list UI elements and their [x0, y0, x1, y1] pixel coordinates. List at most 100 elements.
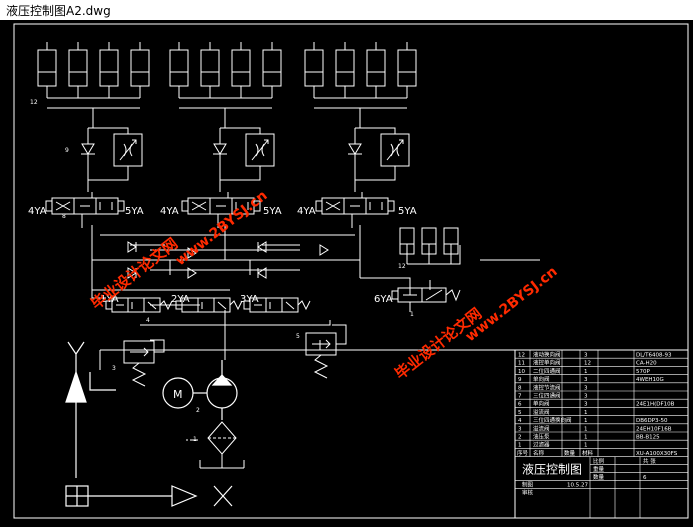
- tb-row-no: 7: [518, 394, 522, 400]
- throttle-assembly-2: [213, 127, 275, 192]
- cylinder-bank: [37, 42, 417, 128]
- tb-row-no: 4: [518, 418, 522, 424]
- tb-label-3: 共 张: [643, 457, 656, 465]
- tb-row-spec: 4WEH10G: [636, 377, 664, 383]
- callout-12: 12: [30, 99, 38, 106]
- relief-valve-5: [305, 324, 347, 379]
- tb-row-no: 1: [518, 443, 522, 449]
- tb-row-spec: CA-H20: [636, 361, 657, 367]
- tb-row-spec: 24EH10F16B: [636, 426, 672, 432]
- tb-label-6: 审核: [522, 489, 534, 497]
- tb-row-name: 油压泵: [533, 433, 550, 441]
- watermark: 毕业设计论文网 www.2BYSJ.cn 毕业设计论文网 www.2BYSJ.c…: [87, 188, 560, 383]
- valve-2ya: [175, 297, 243, 313]
- tb-row-name: 三位四通阀: [533, 392, 561, 400]
- tb-row-spec: DB6DP3-50: [636, 418, 668, 424]
- valve-6ya: [391, 287, 461, 312]
- tb-row-qty: 3: [584, 385, 588, 391]
- manifold-check-valves: [127, 241, 329, 279]
- motor-pump: [162, 360, 238, 420]
- tb-header-mat: 材料: [582, 449, 594, 457]
- relief-valve-3: [123, 339, 165, 387]
- watermark-url-1: www.2BYSJ.cn: [173, 188, 271, 269]
- solenoid-label-6ya: 6YA: [374, 294, 393, 305]
- callout-5: 5: [296, 333, 300, 340]
- tb-header-name: 名称: [533, 449, 545, 457]
- tb-row-spec: 570P: [636, 369, 650, 375]
- dir-valve-2: [181, 192, 261, 228]
- solenoid-label-4ya-3: 4YA: [297, 206, 316, 217]
- tb-row-qty: 3: [584, 402, 588, 408]
- solenoid-label-5ya-2: 5YA: [263, 206, 282, 217]
- lower-directional-valves: [91, 290, 311, 313]
- watermark-url-2: www.2BYSJ.cn: [463, 264, 561, 345]
- solenoid-label-3ya: 3YA: [240, 294, 259, 305]
- tb-row-qty: 3: [584, 377, 588, 383]
- valve-1ya: [105, 297, 173, 313]
- tb-row-spec: BB-B125: [636, 435, 660, 441]
- window-title-bar: 液压控制图A2.dwg: [0, 0, 693, 21]
- tb-row-qty: 1: [584, 369, 588, 375]
- manifold-lines: [91, 225, 540, 370]
- tb-row-qty: 1: [584, 410, 588, 416]
- callout-9: 9: [65, 147, 69, 154]
- callout-2: 2: [196, 407, 200, 414]
- tb-header-no: 序号: [517, 449, 529, 457]
- tb-row-no: 3: [518, 426, 522, 432]
- solenoid-label-5ya-1: 5YA: [125, 206, 144, 217]
- tb-row-name: 单向阀: [533, 375, 550, 383]
- motor-label: M: [173, 388, 183, 401]
- tb-row-no: 12: [518, 353, 525, 359]
- hydraulic-schematic: 4YA 5YA 4YA 5YA 4YA 5YA 1YA 2: [13, 23, 689, 519]
- cylinder-group-1: [37, 42, 150, 128]
- tb-row-name: 二位四通阀: [533, 367, 561, 375]
- tb-row-spec: DL/T6408-93: [636, 353, 672, 359]
- solenoid-label-2ya: 2YA: [171, 294, 190, 305]
- tb-row-name: 溢流阀: [533, 424, 550, 432]
- callout-12b: 12: [398, 263, 406, 270]
- tb-row-qty: 3: [584, 394, 588, 400]
- tb-label-4: 6: [643, 475, 647, 481]
- throttle-valve-row: [81, 127, 410, 192]
- dir-valve-1: [45, 192, 125, 228]
- tb-label-2: 数量: [593, 473, 605, 481]
- drawing-frame: [13, 23, 689, 519]
- tb-row-qty: 1: [584, 435, 588, 441]
- tb-row-name: 过滤器: [533, 441, 550, 449]
- tb-row-qty: 12: [584, 361, 591, 367]
- tb-row-spec: 24E1H(DF10B: [636, 402, 675, 408]
- tb-row-no: 2: [518, 435, 522, 441]
- callout-3: 3: [112, 365, 116, 372]
- solenoid-label-5ya-3: 5YA: [398, 206, 417, 217]
- tb-row-name: 液动换向阀: [533, 351, 561, 359]
- throttle-assembly-3: [348, 127, 410, 192]
- tb-row-no: 5: [518, 410, 522, 416]
- window-title: 液压控制图A2.dwg: [6, 4, 111, 18]
- tb-label-5: 制图: [522, 481, 534, 489]
- tb-row-name: 单向阀: [533, 400, 550, 408]
- tb-row-name: 三位四通换向阀: [533, 416, 572, 424]
- tb-row-no: 10: [518, 369, 525, 375]
- solenoid-label-1ya: 1YA: [100, 294, 119, 305]
- tb-row-no: 8: [518, 385, 522, 391]
- tb-row-no: 11: [518, 361, 525, 367]
- tb-label-1: 重量: [593, 465, 605, 473]
- tb-row-name: 液控节流阀: [533, 383, 561, 391]
- tb-row-name: 液控单向阀: [533, 359, 561, 367]
- throttle-assembly-1: [81, 127, 143, 192]
- cylinder-group-3: [304, 42, 417, 128]
- tank-and-accessories: [65, 341, 233, 507]
- callout-1b: 1: [410, 311, 414, 318]
- tb-header-spec: XU-A100X30FS: [636, 451, 678, 457]
- valve-3ya: [243, 297, 311, 313]
- solenoid-label-4ya-2: 4YA: [160, 206, 179, 217]
- directional-valve-row: [45, 192, 395, 228]
- tb-row-qty: 1: [584, 443, 588, 449]
- drawing-canvas[interactable]: 4YA 5YA 4YA 5YA 4YA 5YA 1YA 2: [0, 20, 693, 523]
- small-cylinders: [399, 227, 461, 265]
- tb-label-0: 比例: [593, 457, 605, 465]
- callout-4: 4: [146, 317, 150, 324]
- drawing-title: 液压控制图: [522, 462, 582, 477]
- tb-header-qty: 数量: [564, 449, 576, 457]
